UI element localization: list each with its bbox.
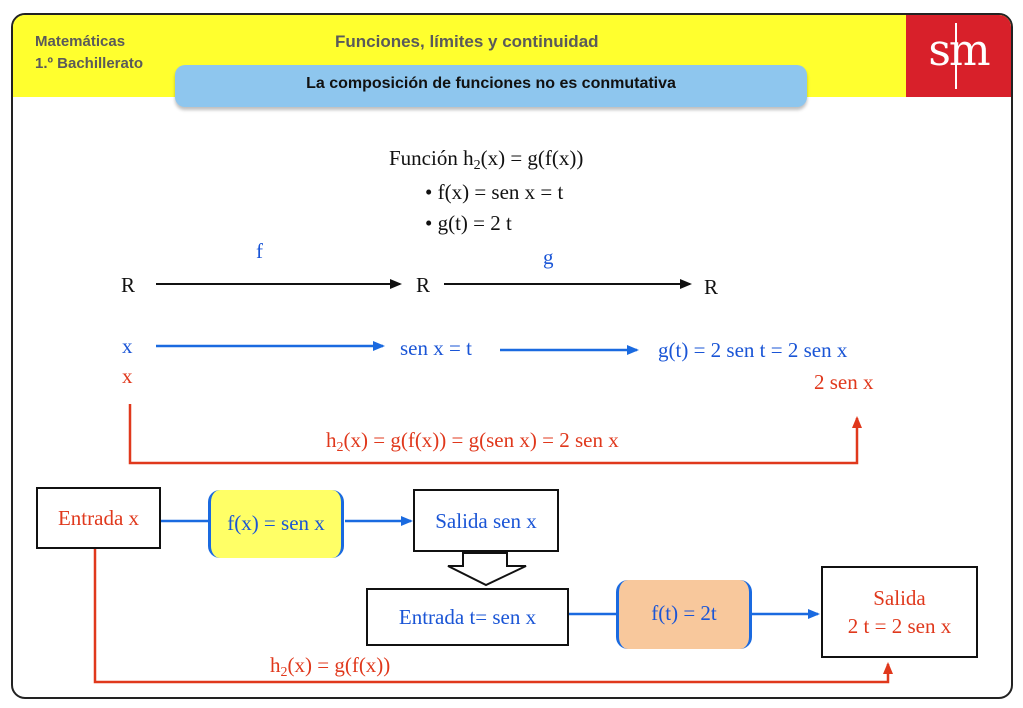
- output-2senx-box: Salida 2 t = 2 sen x: [821, 566, 978, 658]
- definition-bullet-f: • f(x) = sen x = t: [425, 180, 564, 204]
- subject-label: Matemáticas: [35, 33, 126, 50]
- slide-title: La composición de funciones no es conmut…: [306, 75, 676, 92]
- bottom-composition-path: [93, 549, 893, 684]
- domain-r-label: R: [121, 273, 136, 297]
- level-label: 1.º Bachillerato: [35, 55, 144, 72]
- f-function-box: f(x) = sen x: [208, 490, 344, 558]
- composition-path: [128, 404, 862, 465]
- output-2senx-line2: 2 t = 2 sen x: [847, 614, 952, 638]
- slide: Matemáticas 1.º Bachillerato Funciones, …: [11, 13, 1013, 699]
- g-map-label: g: [543, 245, 554, 269]
- x-input-red: x: [122, 364, 133, 388]
- red-result-label: 2 sen x: [814, 370, 874, 394]
- output-2senx-line1: Salida: [873, 586, 926, 610]
- output-senx-box: Salida sen x: [413, 489, 559, 552]
- composition-label: h2(x) = g(f(x)) = g(sen x) = 2 sen x: [326, 428, 619, 455]
- down-block-arrow: [447, 552, 527, 587]
- x-input-blue: x: [122, 334, 133, 358]
- sen-x-t-label: sen x = t: [400, 336, 472, 360]
- unit-title: Funciones, límites y continuidad: [335, 32, 599, 51]
- g-result-label: g(t) = 2 sen t = 2 sen x: [658, 338, 848, 362]
- definition-line: Función h2(x) = g(f(x)): [389, 146, 584, 173]
- slide-title-banner: La composición de funciones no es conmut…: [175, 65, 807, 107]
- bottom-composition-label: h2(x) = g(f(x)): [270, 653, 391, 680]
- input-x-box: Entrada x: [36, 487, 161, 549]
- definition-bullet-g: • g(t) = 2 t: [425, 211, 512, 235]
- f-map-label: f: [256, 239, 263, 263]
- logo-text: sm: [928, 25, 990, 76]
- g-function-box: f(t) = 2t: [616, 580, 752, 649]
- codomain-r-label: R: [704, 275, 719, 299]
- mid-r-label: R: [416, 273, 431, 297]
- input-t-box: Entrada t= sen x: [366, 588, 569, 646]
- publisher-logo: sm: [906, 15, 1011, 97]
- logo-divider: [955, 23, 957, 89]
